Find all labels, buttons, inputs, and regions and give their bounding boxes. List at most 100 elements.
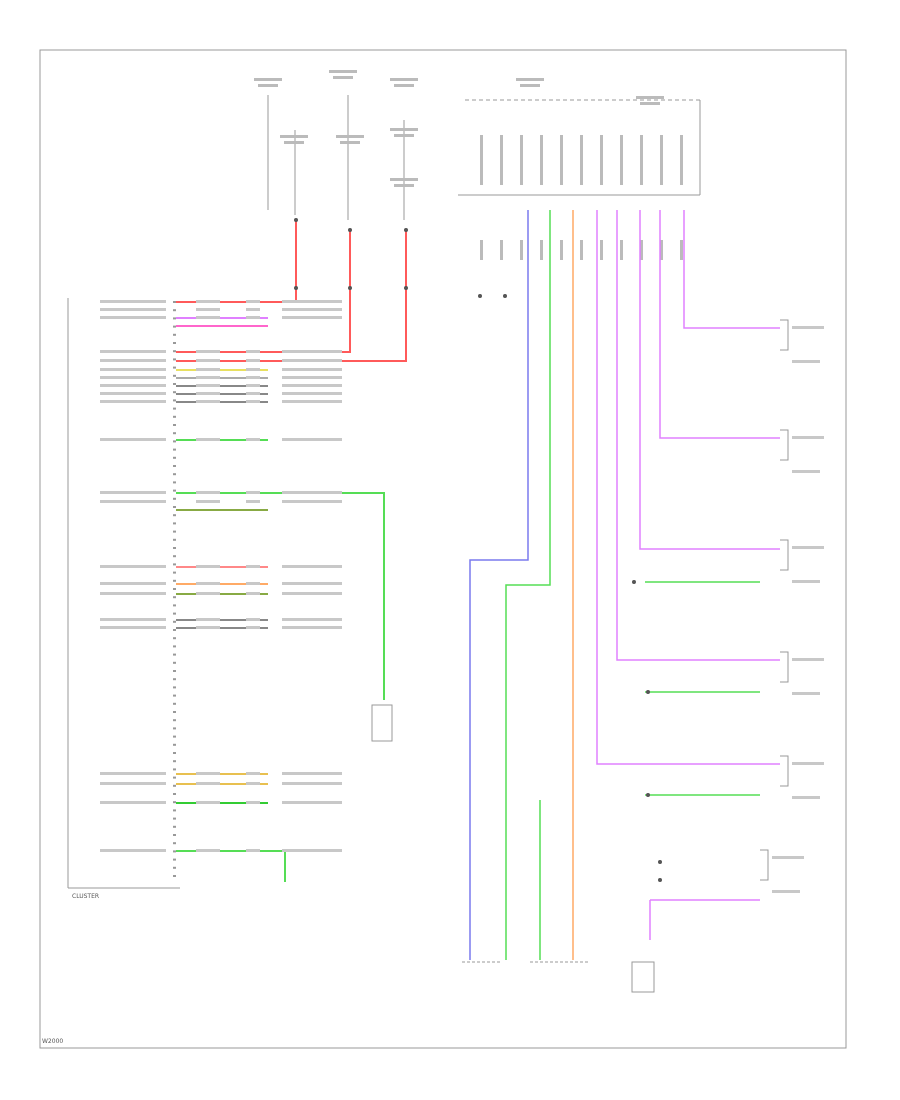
- destination-label: [282, 782, 342, 785]
- pin-tick: [173, 752, 176, 754]
- wire-color-label: [196, 308, 220, 311]
- pin-tick: [173, 629, 176, 631]
- cluster-module-label: CLUSTER: [72, 893, 99, 900]
- pin-function-label: [640, 135, 643, 185]
- pin-wire-label: [480, 240, 483, 260]
- destination-label: [282, 801, 342, 804]
- destination-label: [282, 359, 342, 362]
- pin-tick: [173, 448, 176, 451]
- wire-gauge-label: [246, 849, 260, 852]
- pin-tick: [173, 399, 176, 402]
- terminal-dot: [503, 294, 507, 298]
- destination-label: [282, 565, 342, 568]
- fuse-label: [394, 184, 414, 187]
- wire-labels: [100, 300, 824, 893]
- fuse-label: [520, 84, 540, 87]
- wire-gauge-label: [246, 359, 260, 362]
- fuse-label: [516, 78, 544, 81]
- wire-gauge-label: [246, 782, 260, 785]
- destination-label: [282, 300, 342, 303]
- lamp-label: [792, 658, 824, 661]
- wire-gauge-label: [246, 350, 260, 353]
- signal-label: [100, 368, 166, 371]
- wire-color-label: [196, 392, 220, 395]
- fuse-label: [394, 84, 414, 87]
- pin-wire-label: [600, 240, 603, 260]
- signal-label: [100, 300, 166, 303]
- destination-label: [282, 316, 342, 319]
- destination-label: [282, 618, 342, 621]
- pin-tick: [173, 604, 176, 607]
- pin-tick: [173, 350, 176, 353]
- pin-tick: [173, 842, 176, 845]
- pin-wire-label: [540, 240, 543, 260]
- pin-function-label: [500, 135, 503, 185]
- lamp-label: [792, 796, 820, 799]
- pin-tick: [173, 866, 176, 869]
- destination-label: [282, 849, 342, 852]
- pin-function-label: [620, 135, 623, 185]
- terminal-dot: [646, 793, 650, 797]
- wire-color-label: [196, 359, 220, 362]
- lamp-connector: [760, 849, 769, 881]
- destination-label: [282, 772, 342, 775]
- wire-gauge-label: [246, 400, 260, 403]
- wire-gauge-label: [246, 500, 260, 503]
- signal-label: [100, 592, 166, 595]
- wire-color-label: [196, 500, 220, 503]
- fuse-label: [636, 96, 664, 99]
- signal-label: [100, 316, 166, 319]
- pin-tick: [173, 645, 176, 648]
- signal-label: [100, 782, 166, 785]
- pin-tick: [173, 743, 176, 746]
- fuse-label: [390, 78, 418, 81]
- diagram-frame: [39, 49, 847, 1049]
- lamp-connectors: [760, 319, 789, 881]
- pin-tick: [173, 678, 176, 681]
- pin-tick: [173, 547, 176, 549]
- wire-color-label: [196, 626, 220, 629]
- signal-label: [100, 618, 166, 621]
- wire-gauge-label: [246, 376, 260, 379]
- fuse-label: [258, 84, 278, 87]
- signal-label: [100, 376, 166, 379]
- terminal-dot: [658, 878, 662, 882]
- fuse-sources: [267, 95, 701, 220]
- pin-tick: [173, 456, 176, 459]
- destination-label: [282, 491, 342, 494]
- pin-tick: [173, 391, 176, 394]
- fuse-label: [340, 141, 360, 144]
- wire-gauge-label: [246, 308, 260, 311]
- pin-tick: [173, 670, 176, 672]
- pin-function-label: [660, 135, 663, 185]
- wire-color-label: [196, 384, 220, 387]
- wire-color-label: [196, 582, 220, 585]
- pin-tick: [173, 383, 176, 385]
- pin-tick: [173, 620, 176, 623]
- terminal-dot: [658, 860, 662, 864]
- lamp-label: [792, 692, 820, 695]
- pin-tick: [173, 686, 176, 689]
- pin-tick: [173, 317, 176, 320]
- pin-wire-label: [660, 240, 663, 260]
- wire-color-label: [196, 772, 220, 775]
- wire-color-label: [196, 618, 220, 621]
- fuse-label: [280, 135, 308, 138]
- pin-tick: [173, 817, 176, 820]
- pin-function-label: [560, 135, 563, 185]
- wire-gauge-label: [246, 368, 260, 371]
- terminal-dot: [348, 286, 352, 290]
- wire-gauge-label: [246, 772, 260, 775]
- wire-gauge-label: [246, 491, 260, 494]
- pin-tick: [173, 612, 176, 615]
- lamp-connector: [780, 429, 789, 461]
- pin-tick: [173, 301, 176, 303]
- pin-tick: [173, 801, 176, 804]
- terminal-dot: [348, 228, 352, 232]
- footer-code: W2000: [42, 1038, 63, 1045]
- pin-tick: [173, 473, 176, 476]
- destination-label: [282, 368, 342, 371]
- pin-tick: [173, 719, 176, 722]
- lamp-label: [792, 546, 824, 549]
